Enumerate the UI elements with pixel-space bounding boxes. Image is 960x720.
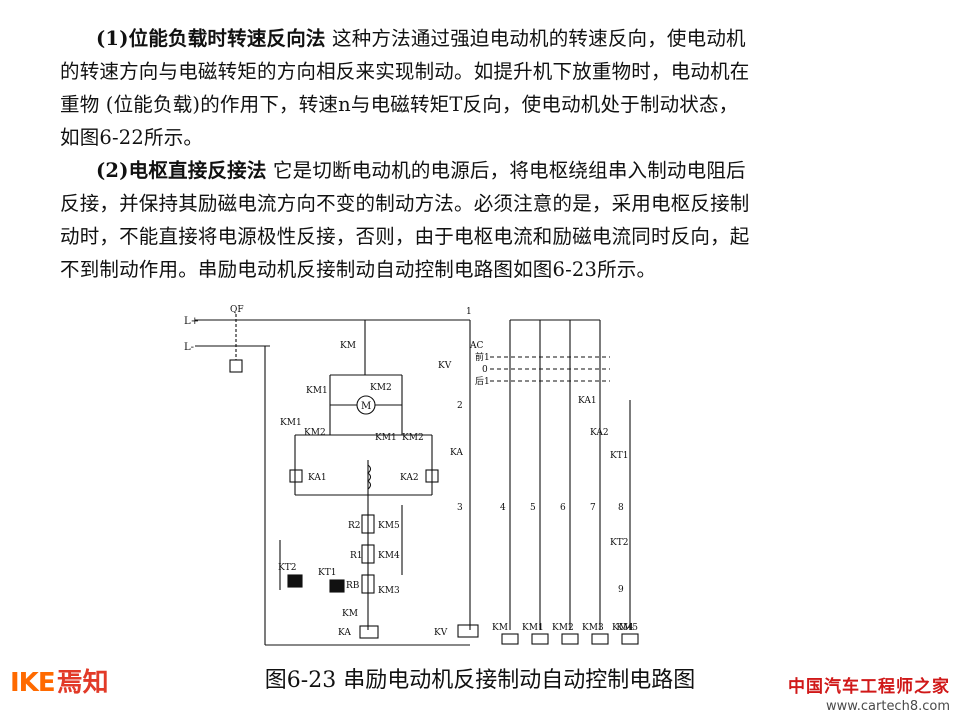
qf-breaker-box	[229, 359, 243, 373]
label-km-bottom: KM	[342, 609, 358, 619]
cartech-url: www.cartech8.com	[826, 699, 950, 714]
ka-coil-bottom	[359, 625, 379, 639]
label-kv-coil: KV	[434, 628, 448, 638]
paragraph1-line3: 重物 (位能负载)的作用下，转速n与电磁转矩T反向，使电动机处于制动状态，	[60, 93, 739, 116]
label-r2: R2	[348, 521, 361, 531]
wire-number-6: 6	[560, 503, 566, 513]
coil-label-km: KM	[492, 623, 508, 633]
wire-number-4: 4	[500, 503, 506, 513]
wire-number-2: 2	[457, 401, 463, 411]
label-kv: KV	[438, 361, 452, 371]
label-ka1-r: KA1	[578, 396, 597, 406]
wire-number-8: 8	[618, 503, 624, 513]
coil-km3	[591, 633, 609, 645]
resistor-rb	[361, 574, 375, 594]
label-kt2: KT2	[278, 563, 296, 573]
label-kt1: KT1	[318, 568, 336, 578]
label-l-minus: L-	[184, 342, 194, 353]
coil-label-km3: KM3	[582, 623, 604, 633]
wire-number-5: 5	[530, 503, 536, 513]
wire-number-3: 3	[457, 503, 463, 513]
ike-logo-cn: 焉知	[56, 668, 109, 698]
label-qf: QF	[230, 305, 244, 315]
ike-logo: IKE焉知	[10, 662, 109, 699]
paragraph1-heading: (1)位能负载时转速反向法	[96, 27, 326, 50]
paragraph2-heading: (2)电枢直接反接法	[96, 159, 267, 182]
paragraph2-line4: 不到制动作用。串励电动机反接制动自动控制电路图如图6-23所示。	[60, 258, 657, 281]
label-kt1-r: KT1	[610, 451, 628, 461]
paragraph2-line2: 反接，并保持其励磁电流方向不变的制动方法。必须注意的是，采用电枢反接制	[60, 192, 750, 215]
coil-label-km5: KM5	[616, 623, 638, 633]
label-back: 后1	[475, 376, 490, 387]
label-motor: M	[361, 401, 371, 412]
ka2-coil	[425, 469, 439, 483]
label-km3: KM3	[378, 586, 400, 596]
paragraph2-line1: 它是切断电动机的电源后，将电枢绕组串入制动电阻后	[266, 159, 746, 182]
wire-number-9: 9	[618, 585, 624, 595]
cartech-watermark: 中国汽车工程师之家 www.cartech8.com	[788, 672, 950, 714]
coil-label-km2: KM2	[552, 623, 574, 633]
cartech-name: 中国汽车工程师之家	[788, 677, 950, 697]
coil-row: KM KM1 KM2 KM3 KM4	[492, 623, 639, 645]
label-km-top: KM	[340, 341, 356, 351]
label-ka-bottom: KA	[338, 628, 351, 638]
resistor-r1	[361, 544, 375, 564]
ka1-coil	[289, 469, 303, 483]
coil-km2	[561, 633, 579, 645]
paragraph1-line4: 如图6-22所示。	[60, 126, 204, 149]
label-front: 前1	[475, 351, 490, 363]
label-km2-c: KM2	[402, 433, 424, 443]
coil-km	[501, 633, 519, 645]
label-kt2-r: KT2	[610, 538, 628, 548]
kt2-coil	[287, 574, 303, 588]
coil-label-km4: KM4	[612, 623, 634, 633]
kt1-coil	[329, 579, 345, 593]
kv-coil	[457, 624, 479, 638]
label-km1-a: KM1	[306, 386, 328, 396]
wire-number-1: 1	[466, 307, 472, 317]
label-ka2: KA2	[400, 473, 419, 483]
label-km1-c: KM1	[375, 433, 397, 443]
paragraph-armature-reverse: (2)电枢直接反接法 它是切断电动机的电源后，将电枢绕组串入制动电阻后 反接，并…	[60, 154, 900, 286]
circuit-diagram: L+ L- QF KM M KM1 KM2 KM1 KM2 KM1 KM2 KA…	[184, 305, 639, 646]
ike-logo-text: IKE	[10, 668, 56, 698]
paragraph2-line3: 动时，不能直接将电源极性反接，否则，由于电枢电流和励磁电流同时反向，起	[60, 225, 750, 248]
label-km5: KM5	[378, 521, 400, 531]
label-km2-a: KM2	[370, 383, 392, 393]
label-ka2-r: KA2	[590, 428, 609, 438]
coil-label-km1: KM1	[522, 623, 544, 633]
label-r1: R1	[350, 551, 363, 561]
label-ac: AC	[469, 341, 483, 351]
wire-number-7: 7	[590, 503, 596, 513]
label-km2-b: KM2	[304, 428, 326, 438]
coil-km1	[531, 633, 549, 645]
paragraph-potential-load: (1)位能负载时转速反向法 这种方法通过强迫电动机的转速反向，使电动机 的转速方…	[60, 22, 900, 154]
paragraph1-line1: 这种方法通过强迫电动机的转速反向，使电动机	[325, 27, 746, 50]
label-rb: RB	[346, 581, 360, 591]
field-winding	[367, 464, 372, 490]
label-km1-b: KM1	[280, 418, 302, 428]
label-l-plus: L+	[184, 316, 199, 327]
figure-caption: 图6-23 串励电动机反接制动自动控制电路图	[264, 668, 696, 693]
label-km4: KM4	[378, 551, 400, 561]
resistor-r2	[361, 514, 375, 534]
coil-km4	[621, 633, 639, 645]
label-ka-mid: KA	[450, 448, 463, 458]
label-ka1: KA1	[308, 473, 327, 483]
label-zero: 0	[482, 365, 488, 375]
paragraph1-line2: 的转速方向与电磁转矩的方向相反来实现制动。如提升机下放重物时，电动机在	[60, 60, 750, 83]
